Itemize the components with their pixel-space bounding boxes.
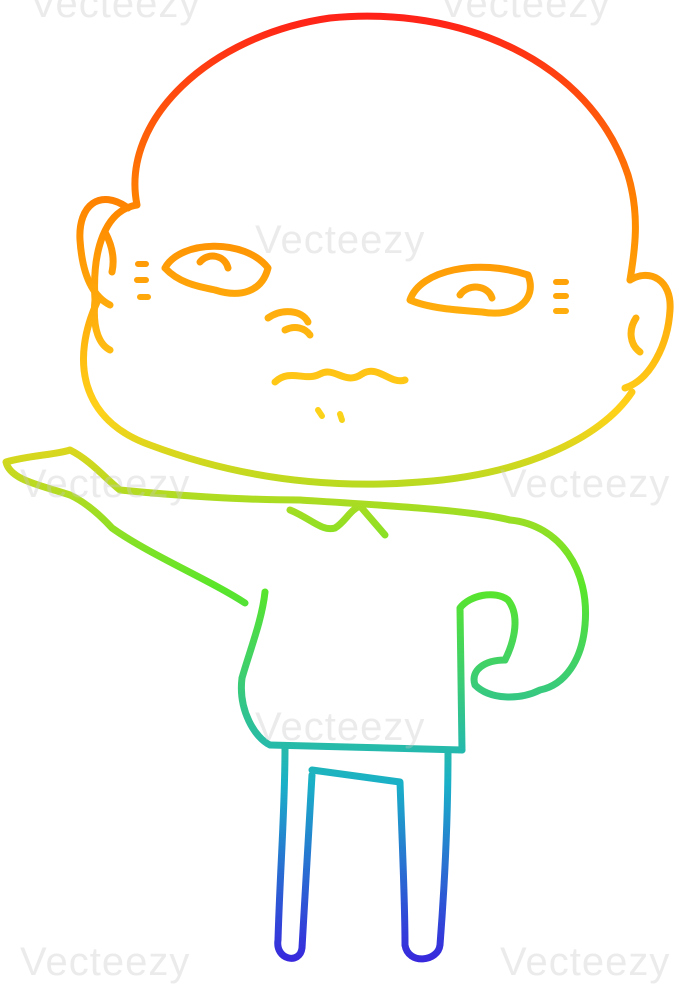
torso-outline (237, 496, 514, 749)
chin-marks (315, 407, 345, 423)
waistline (266, 741, 466, 754)
inner-leg-line (308, 766, 409, 949)
right-leg (401, 748, 452, 963)
nose (264, 308, 314, 339)
arm-on-hip (456, 516, 590, 754)
right-pupil (456, 283, 496, 302)
left-ear (76, 195, 132, 309)
raised-arm (2, 446, 304, 607)
mouth (271, 367, 409, 386)
jaw-outline (79, 296, 636, 488)
right-ear (621, 271, 674, 392)
left-brow-marks (134, 261, 151, 300)
right-brow-marks (553, 279, 569, 314)
head-outline (90, 12, 639, 354)
right-eye (406, 263, 534, 317)
left-leg (274, 744, 316, 962)
shirt-collar (286, 502, 389, 539)
left-eye (161, 242, 272, 297)
left-pupil (196, 252, 232, 272)
